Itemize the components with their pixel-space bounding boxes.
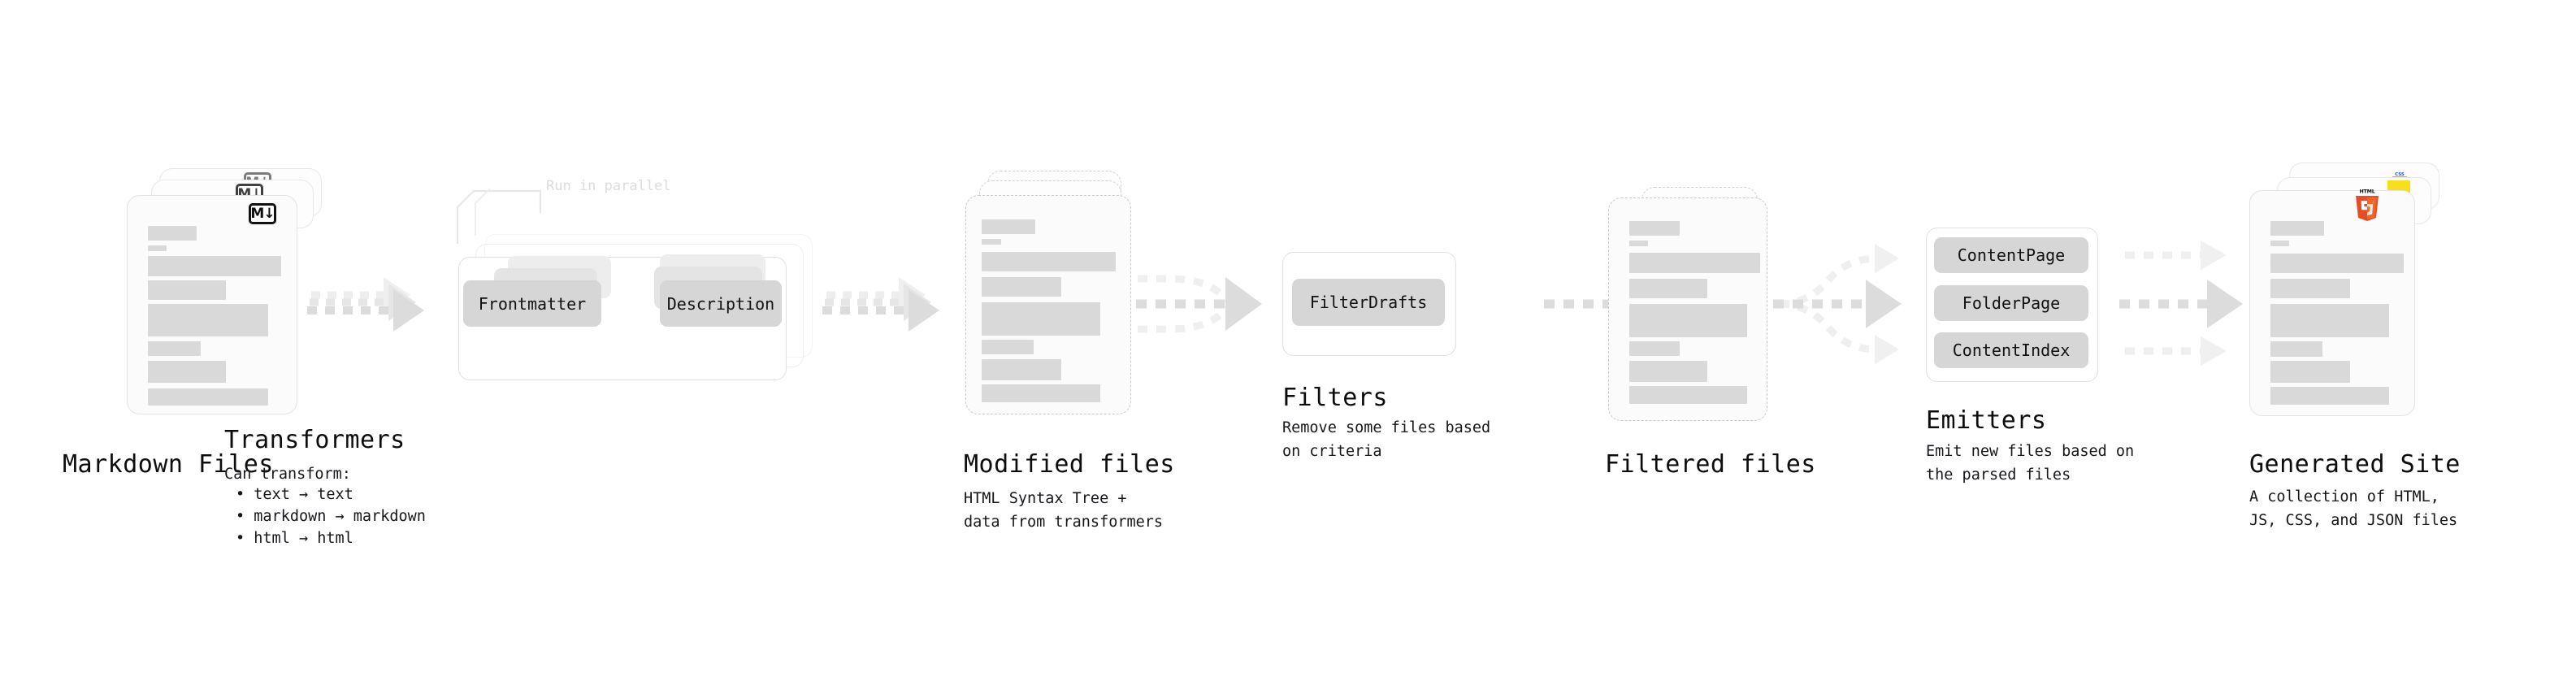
doc-bar	[982, 219, 1035, 234]
doc-bar	[1629, 241, 1648, 246]
arrow-markdown-to-transformers	[307, 277, 424, 332]
doc-bar	[148, 280, 226, 300]
doc-bar	[982, 302, 1100, 336]
stage-title-transformers: Transformers	[224, 426, 405, 454]
arrow-emitters-to-site	[2119, 241, 2243, 366]
doc-bar	[982, 384, 1100, 402]
stage-desc-transformers-item: • markdown → markdown	[236, 508, 426, 525]
doc-bar	[2270, 341, 2322, 357]
emitter-chip-contentindex[interactable]: ContentIndex	[1934, 332, 2088, 368]
stage-desc-modified-files: HTML Syntax Tree + data from transformer…	[964, 490, 1164, 531]
doc-bar	[2270, 304, 2389, 337]
doc-bar	[982, 252, 1116, 271]
emitter-chip-contentpage[interactable]: ContentPage	[1934, 237, 2088, 273]
doc-bar	[2270, 387, 2389, 405]
doc-bar	[148, 341, 201, 356]
arrow-filtered-to-emitters	[1773, 244, 1902, 364]
html5-logo-icon: HTML	[2353, 187, 2381, 221]
svg-text:HTML: HTML	[2359, 189, 2374, 195]
stage-title-filters: Filters	[1282, 384, 1388, 412]
stage-title-markdown-files: Markdown Files	[63, 450, 274, 479]
doc-bar	[148, 256, 281, 276]
transformer-chip-description[interactable]: Description	[660, 280, 782, 327]
doc-bar	[148, 226, 197, 241]
stage-desc-filters: Remove some files based on criteria	[1282, 419, 1491, 460]
doc-bar	[1629, 361, 1707, 382]
doc-bar	[982, 340, 1034, 354]
stage-desc-transformers-item: • text → text	[236, 486, 353, 503]
arrow-modified-to-filters	[1136, 275, 1262, 333]
doc-bar	[982, 239, 1001, 245]
markdown-logo-icon: M↓	[249, 203, 276, 224]
stage-title-emitters: Emitters	[1926, 406, 2047, 435]
doc-bar	[1629, 341, 1680, 356]
stage-desc-transformers-item: • html → html	[236, 530, 353, 547]
stage-title-modified-files: Modified files	[964, 450, 1175, 479]
doc-bar	[2270, 254, 2404, 273]
svg-text:CSS: CSS	[2395, 172, 2405, 177]
stage-desc-emitters: Emit new files based on the parsed files	[1926, 443, 2135, 484]
transformer-chip-frontmatter[interactable]: Frontmatter	[463, 280, 601, 327]
filter-chip-filterdrafts[interactable]: FilterDrafts	[1292, 279, 1445, 326]
doc-bar	[148, 388, 268, 406]
run-in-parallel-label: Run in parallel	[546, 178, 671, 194]
doc-bar	[1629, 279, 1707, 298]
doc-bar	[148, 245, 167, 251]
doc-bar	[982, 277, 1061, 297]
arrow-transformers-to-modified	[822, 277, 939, 332]
emitter-chip-folderpage[interactable]: FolderPage	[1934, 285, 2088, 321]
doc-bar	[1629, 221, 1680, 236]
doc-bar	[2270, 361, 2350, 383]
stage-desc-generated-site: A collection of HTML, JS, CSS, and JSON …	[2249, 488, 2458, 529]
doc-bar	[1629, 386, 1747, 404]
stage-desc-transformers-head: Can transform:	[224, 466, 351, 483]
doc-bar	[148, 304, 268, 336]
doc-bar	[2270, 221, 2324, 236]
doc-bar	[982, 359, 1061, 380]
doc-bar	[148, 361, 226, 383]
css-logo-icon: CSS	[2391, 167, 2409, 179]
doc-bar	[2270, 241, 2289, 246]
stage-title-filtered-files: Filtered files	[1605, 450, 1816, 479]
stage-title-generated-site: Generated Site	[2249, 450, 2461, 479]
doc-bar	[2270, 279, 2350, 298]
doc-bar	[1629, 253, 1760, 273]
doc-bar	[1629, 304, 1747, 337]
